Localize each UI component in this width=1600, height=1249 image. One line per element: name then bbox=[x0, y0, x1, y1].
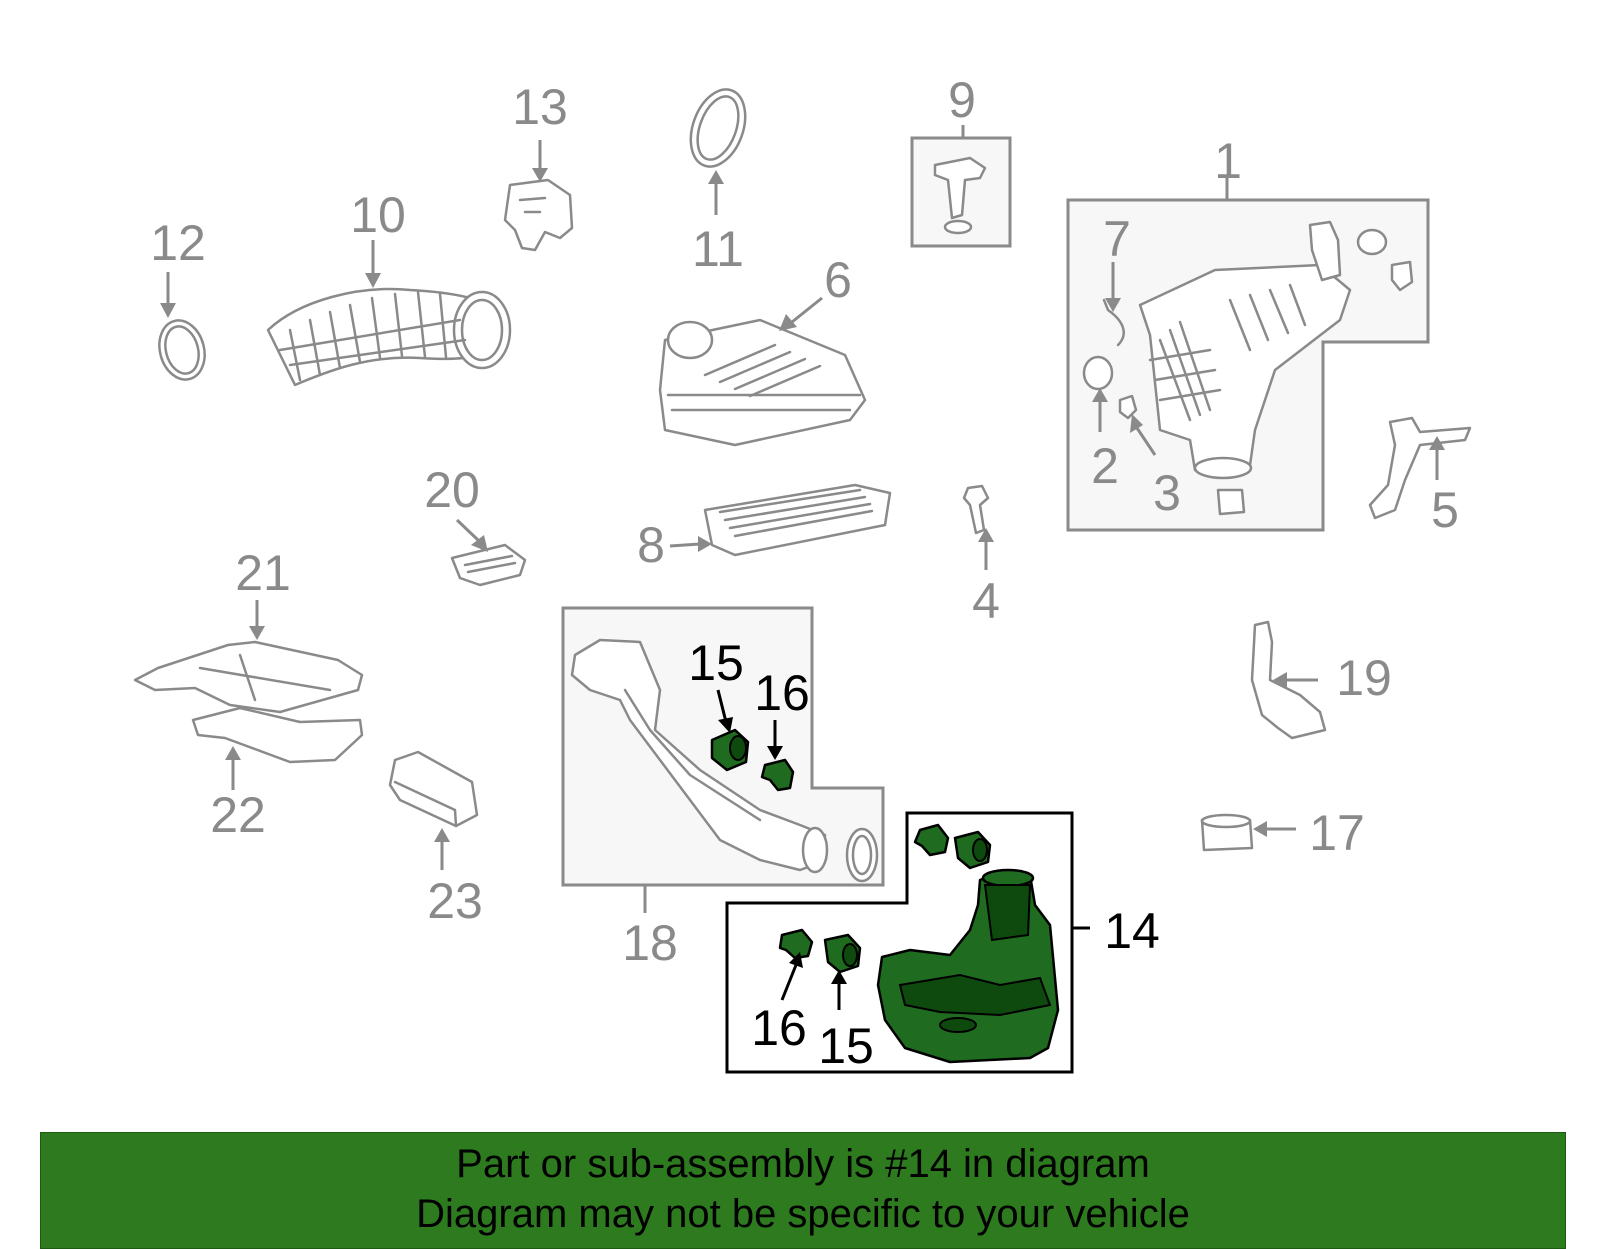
callout-13: 13 bbox=[512, 79, 568, 135]
callout-7: 7 bbox=[1103, 211, 1131, 267]
part-8-filter bbox=[669, 483, 892, 557]
callout-2: 2 bbox=[1091, 438, 1119, 494]
part-12-clamp bbox=[158, 272, 206, 381]
part-23-bracket bbox=[388, 750, 479, 870]
part-13-sensor bbox=[503, 140, 574, 252]
part-9-sensor bbox=[910, 125, 1012, 248]
part-11-clamp bbox=[689, 88, 747, 215]
callout-20: 20 bbox=[424, 462, 480, 518]
callout-8: 8 bbox=[637, 517, 665, 573]
callout-19: 19 bbox=[1336, 650, 1392, 706]
part-15-16-highlight-upper bbox=[710, 689, 795, 792]
footer-line-1: Part or sub-assembly is #14 in diagram bbox=[456, 1142, 1150, 1186]
part-21-cover bbox=[133, 600, 364, 714]
callout-1: 1 bbox=[1214, 133, 1242, 189]
footer-line-2: Diagram may not be specific to your vehi… bbox=[416, 1192, 1190, 1236]
callout-9: 9 bbox=[948, 72, 976, 128]
callout-4: 4 bbox=[972, 573, 1000, 629]
part-4-bolt bbox=[962, 484, 994, 570]
part-1-housing-group bbox=[1066, 175, 1430, 532]
callout-14: 14 bbox=[1104, 903, 1160, 959]
callout-17: 17 bbox=[1309, 805, 1365, 861]
callout-21: 21 bbox=[235, 545, 291, 601]
callout-16-upper: 16 bbox=[754, 665, 810, 721]
part-10-intake-hose bbox=[266, 240, 512, 387]
part-14-resonator-group bbox=[725, 811, 1090, 1074]
callout-15-lower: 15 bbox=[818, 1018, 874, 1074]
callout-12: 12 bbox=[150, 215, 206, 271]
callout-6: 6 bbox=[824, 252, 852, 308]
footer-banner: Part or sub-assembly is #14 in diagram D… bbox=[40, 1132, 1566, 1249]
part-22-cover bbox=[191, 706, 364, 790]
callout-10: 10 bbox=[350, 187, 406, 243]
callout-18: 18 bbox=[622, 915, 678, 971]
part-20-grommet bbox=[450, 518, 527, 587]
part-17-seal bbox=[1200, 813, 1296, 852]
callout-15-upper: 15 bbox=[688, 635, 744, 691]
part-6-airbox-cover bbox=[658, 296, 867, 447]
part-5-bracket bbox=[1368, 416, 1472, 520]
callout-23: 23 bbox=[427, 873, 483, 929]
part-19-bracket bbox=[1250, 620, 1327, 740]
callout-3: 3 bbox=[1153, 465, 1181, 521]
callout-16-lower: 16 bbox=[751, 1000, 807, 1056]
callout-22: 22 bbox=[210, 787, 266, 843]
callout-11: 11 bbox=[692, 221, 744, 277]
parts-diagram: 13 11 9 1 12 10 6 7 2 3 5 20 8 4 21 22 2… bbox=[133, 72, 1472, 1074]
callout-5: 5 bbox=[1431, 482, 1459, 538]
